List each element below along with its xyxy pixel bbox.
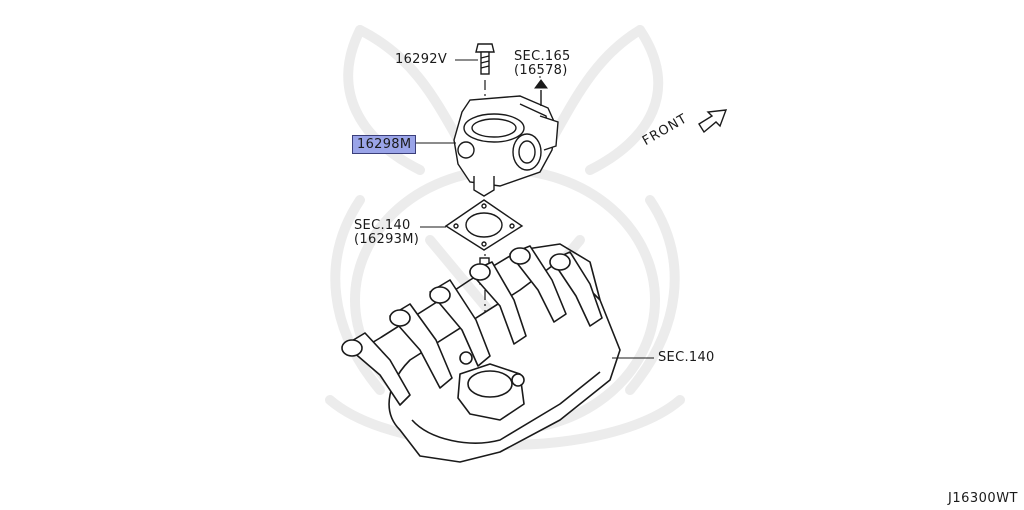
sec165-callout[interactable]: SEC.165 (16578) — [514, 50, 571, 78]
sec165-line2: (16578) — [514, 63, 568, 78]
bolt-part — [475, 43, 495, 75]
gasket-callout-line2: (16293M) — [354, 232, 420, 247]
sec165-line1: SEC.165 — [514, 49, 571, 64]
gasket-part — [444, 199, 524, 251]
throttle-body-part — [453, 95, 559, 197]
front-arrow-icon — [698, 109, 728, 134]
diagram-code: J16300WT — [948, 491, 1018, 506]
gasket-callout-line1: SEC.140 — [354, 218, 411, 233]
gasket-callout[interactable]: SEC.140 (16293M) — [354, 219, 419, 247]
up-arrow-icon — [534, 79, 548, 106]
throttle-body-callout[interactable]: 16298M — [352, 135, 417, 154]
leader-lines — [415, 59, 654, 359]
manifold-callout[interactable]: SEC.140 — [658, 350, 715, 365]
bolt-callout[interactable]: 16292V — [395, 52, 448, 67]
intake-manifold-part — [341, 243, 621, 463]
